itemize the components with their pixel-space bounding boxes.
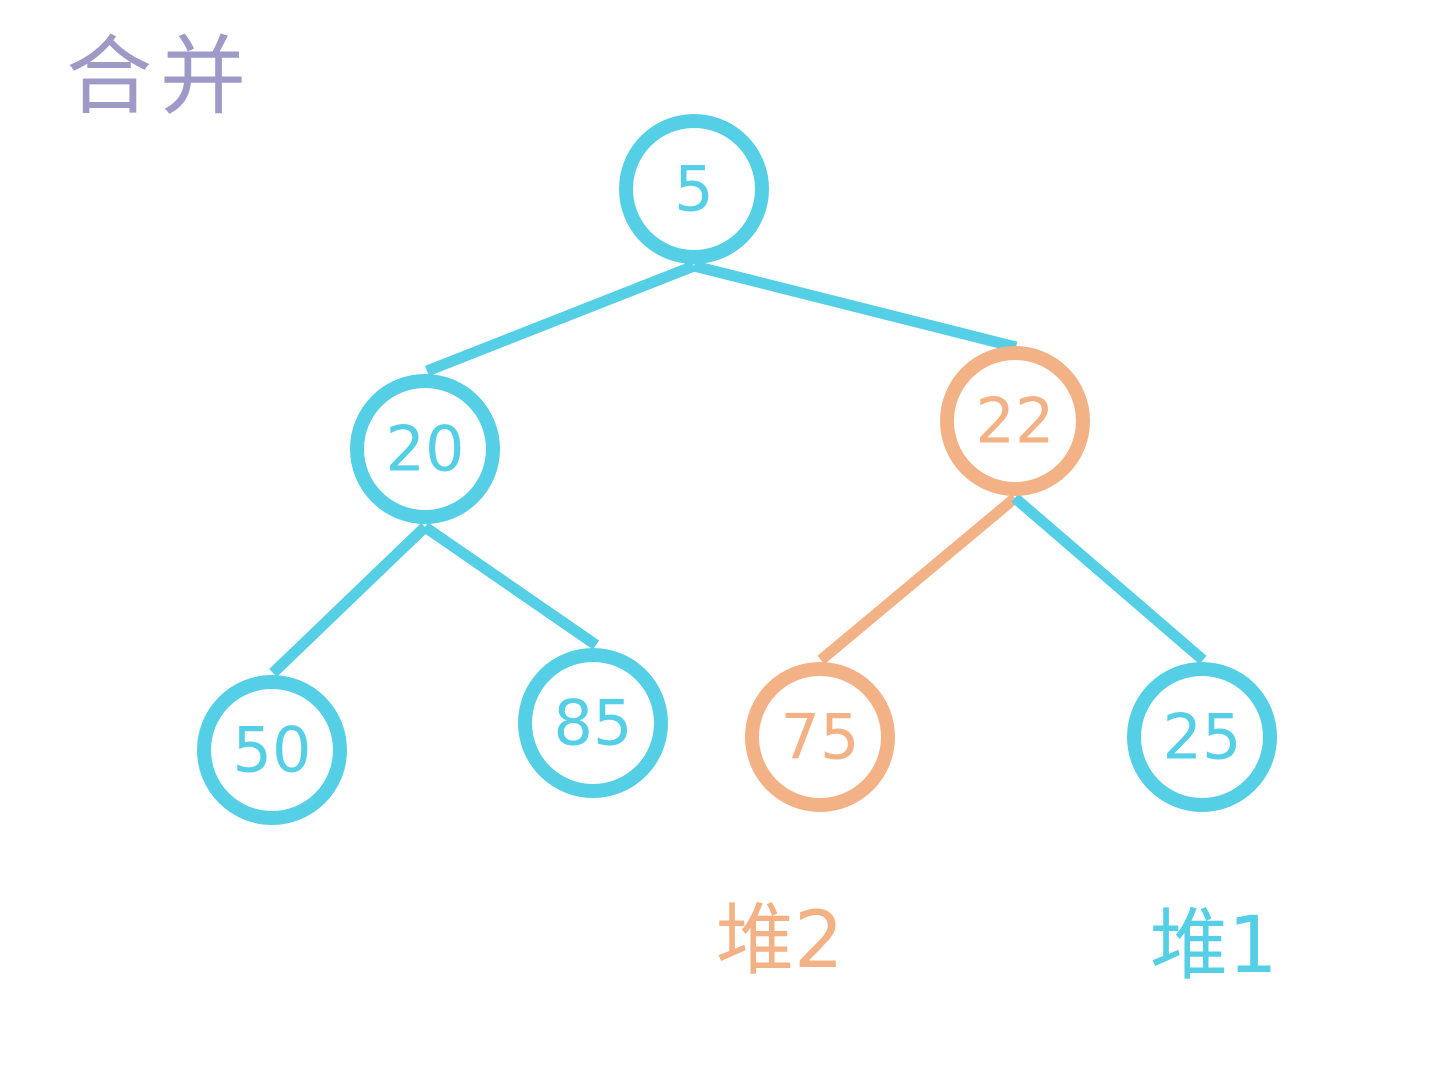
node-circle	[619, 114, 769, 264]
node-value: 85	[554, 687, 633, 760]
diagram-title: 合并	[66, 27, 254, 127]
node-value: 22	[976, 385, 1055, 458]
tree-node-20: 20	[350, 374, 500, 524]
tree-node-22: 22	[940, 346, 1090, 496]
node-circle	[1127, 662, 1277, 812]
edge-n20-n85	[421, 522, 600, 650]
edge-n5-n20	[424, 260, 697, 377]
node-value: 20	[386, 413, 465, 486]
node-circle	[940, 346, 1090, 496]
node-circle	[197, 675, 347, 825]
tree-node-25: 25	[1127, 662, 1277, 812]
node-value: 5	[674, 153, 713, 226]
node-value: 25	[1163, 701, 1242, 774]
edge-n22-n75	[817, 493, 1019, 665]
tree-node-50: 50	[197, 675, 347, 825]
node-circle	[350, 374, 500, 524]
edge-n22-n25	[1011, 493, 1207, 665]
tree-nodes: 5 20 22 50 85 75 25	[197, 114, 1277, 825]
edge-n5-n22	[692, 260, 1018, 353]
heap1-label: 堆1	[1150, 901, 1278, 991]
tree-node-5: 5	[619, 114, 769, 264]
tree-edges	[269, 260, 1207, 677]
node-circle	[745, 662, 895, 812]
edge-n20-n50	[269, 523, 429, 677]
tree-node-75: 75	[745, 662, 895, 812]
tree-node-85: 85	[518, 648, 668, 798]
node-value: 50	[233, 714, 312, 787]
heap2-label: 堆2	[716, 896, 844, 986]
node-value: 75	[781, 701, 860, 774]
node-circle	[518, 648, 668, 798]
